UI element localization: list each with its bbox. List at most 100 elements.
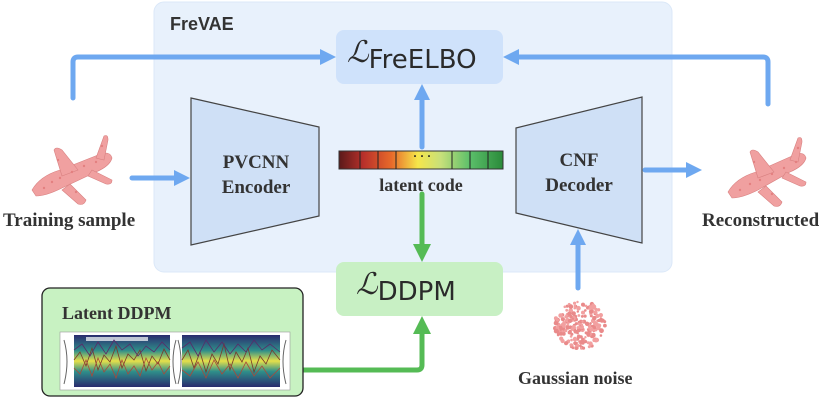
noise-point [561,330,564,333]
arrow-plot-to-ddpm [300,329,425,373]
noise-point [589,328,593,332]
noise-point [583,314,587,318]
encoder-label: PVCNN Encoder [200,150,312,200]
airplane-point-cloud-dots [42,144,104,194]
noise-point [580,323,584,327]
decoder-line2: Decoder [545,175,613,196]
noise-point [562,324,566,328]
encoder-line2: Encoder [221,177,291,198]
noise-point [574,346,579,350]
noise-point [572,326,576,330]
noise-point [564,341,569,346]
training-sample-label: Training sample [3,210,136,231]
noise-point [577,322,581,326]
noise-point [589,322,592,325]
ddpm-subscript: DDPM [377,277,456,307]
noise-point [558,313,563,318]
blue-arrows [70,54,771,291]
ddpm-loss-box [336,262,503,316]
frevae-title: FreVAE [170,14,234,34]
noise-point [563,305,567,309]
noise-point [588,307,591,310]
reconstructed-airplane-dots [738,146,800,196]
noise-point [596,308,601,312]
latent-trajectory-plot-icon [59,331,291,391]
noise-point [560,317,566,322]
noise-point [580,315,584,318]
noise-point [571,346,575,350]
noise-point [566,322,570,325]
green-arrowheads [413,244,431,334]
noise-point [579,339,585,345]
noise-point [564,315,567,319]
freelbo-symbol: ℒ [347,35,369,70]
freelbo-subscript: FreELBO [368,45,477,75]
noise-point [567,318,573,323]
noise-point [566,326,570,330]
noise-point [584,340,588,344]
noise-point [584,304,588,308]
noise-point [581,320,584,323]
freelbo-loss-label: ℒFreELBO [347,35,477,75]
noise-point [567,311,572,316]
noise-point [576,300,579,304]
noise-point [599,317,603,320]
noise-point [573,341,577,346]
noise-point [588,341,593,346]
noise-point [586,332,591,337]
noise-point [565,304,569,308]
latent-code-dots: · · · [412,149,431,163]
reconstructed-label: Reconstructed [702,210,820,231]
noise-point [570,332,574,336]
noise-point [591,304,597,309]
noise-point [593,310,596,314]
noise-point [576,310,579,313]
noise-point [570,338,573,342]
ddpm-symbol: ℒ [356,267,378,302]
freelbo-loss-box [336,30,503,84]
noise-point [599,334,603,337]
noise-point [573,301,577,305]
noise-point [595,313,600,318]
gaussian-noise-cloud-icon [553,300,607,350]
noise-point [571,317,575,320]
noise-point [594,321,599,327]
noise-point [576,331,579,335]
noise-point [569,343,574,347]
noise-point [563,328,568,333]
blue-arrowheads [174,49,702,245]
noise-point [576,305,581,311]
noise-point [567,330,572,335]
decoder-label: CNF Decoder [522,148,636,198]
noise-point [573,306,577,310]
noise-point [553,320,559,326]
gaussian-noise-label: Gaussian noise [518,368,633,388]
noise-point [572,336,578,342]
noise-point [587,345,591,349]
noise-point [577,314,581,317]
noise-point [587,324,592,329]
noise-point [569,314,573,319]
decoder-trapezoid [515,96,643,244]
noise-point [581,310,585,315]
noise-point [598,313,604,318]
noise-point [556,333,560,337]
green-arrows [300,191,425,373]
noise-point [562,332,566,336]
noise-point [581,302,585,307]
reconstructed-airplane-icon [727,137,807,207]
noise-point [599,328,604,334]
noise-point [579,344,582,348]
latent-ddpm-title: Latent DDPM [62,303,172,323]
latent-code-label: latent code [379,175,463,195]
noise-point [592,315,597,321]
noise-point [568,304,574,309]
latent-code-bar [338,150,504,170]
noise-point [576,326,580,330]
noise-point [584,336,587,339]
noise-point [591,332,596,337]
encoder-line1: PVCNN [222,152,290,173]
noise-point [565,308,569,312]
